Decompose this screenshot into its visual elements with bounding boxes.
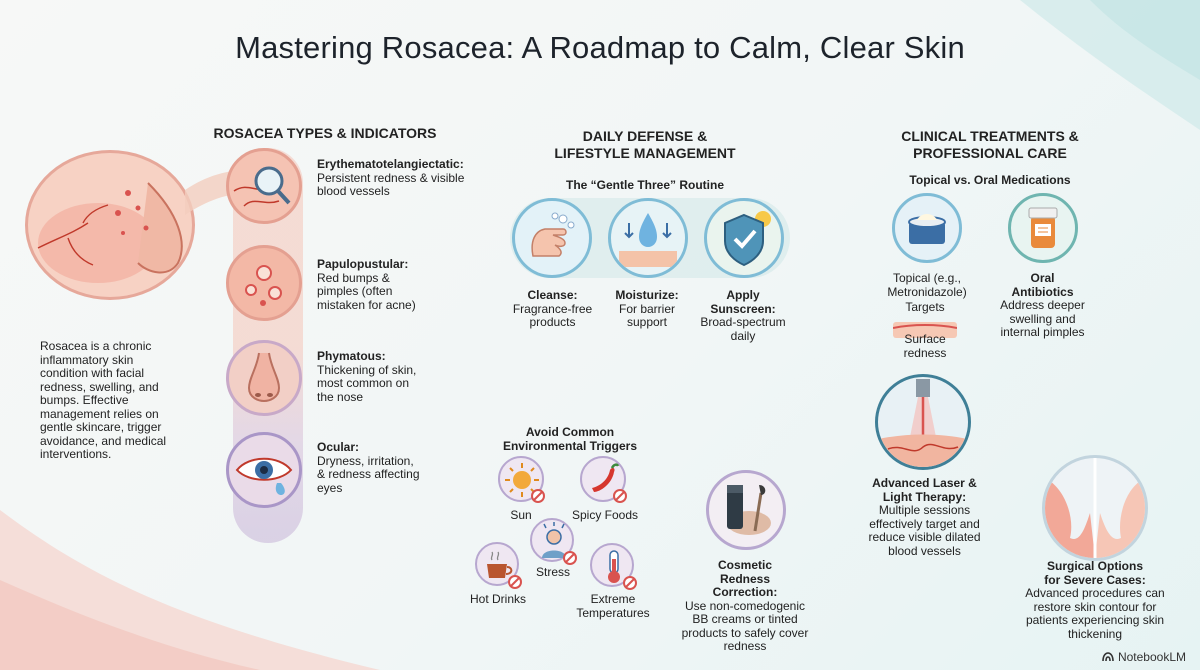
sun-icon	[498, 456, 545, 503]
type-4-name: Ocular:	[317, 440, 360, 454]
stress-icon	[530, 518, 577, 565]
oral-antibiotics-icon	[1008, 193, 1078, 263]
ocular-icon	[226, 432, 302, 508]
cleanse-icon	[512, 198, 592, 278]
step-3-desc: Broad-spectrum daily	[700, 315, 786, 343]
triggers-title: Avoid Common Environmental Triggers	[502, 425, 638, 453]
brand: NotebookLM	[1102, 650, 1186, 664]
step-2-name: Moisturize:	[615, 288, 679, 302]
papulopustular-icon	[226, 245, 302, 321]
step-1-name: Cleanse:	[527, 288, 578, 302]
clinical-heading: CLINICAL TREATMENTS & PROFESSIONAL CARE	[901, 128, 1079, 161]
type-2-text: Papulopustular:Red bumps & pimples (ofte…	[317, 257, 427, 312]
hot-drinks-icon	[475, 542, 522, 589]
cosmetic-name: Cosmetic Redness Correction:	[712, 558, 778, 599]
trigger-stress: Stress	[535, 565, 570, 579]
meds-title: Topical vs. Oral Medications	[909, 173, 1071, 187]
step-2-desc: For barrier support	[618, 301, 675, 329]
trigger-hot-drinks: Hot Drinks	[469, 592, 526, 606]
trigger-sun: Sun	[510, 508, 532, 522]
type-3-text: Phymatous:Thickening of skin, most commo…	[317, 349, 427, 404]
topical-area: Surface redness	[903, 332, 947, 360]
face-illustration	[25, 150, 195, 300]
step-2-text: Moisturize:For barrier support	[597, 288, 697, 330]
surgery-desc: Advanced procedures can restore skin con…	[1025, 586, 1165, 641]
step-3-name: Apply Sunscreen:	[710, 288, 776, 316]
surgery-text: Surgical Options for Severe Cases:Advanc…	[1025, 559, 1165, 641]
type-2-name: Papulopustular:	[317, 257, 409, 271]
cosmetic-desc: Use non-comedogenic BB creams or tinted …	[681, 598, 809, 653]
step-1-text: Cleanse:Fragrance-free products	[500, 288, 605, 330]
topical-name: Topical (e.g., Metronidazole)	[887, 271, 967, 299]
daily-heading: DAILY DEFENSE & LIFESTYLE MANAGEMENT	[554, 128, 736, 161]
spicy-foods-icon	[580, 456, 627, 503]
cosmetic-icon	[706, 470, 786, 550]
step-1-desc: Fragrance-free products	[512, 301, 593, 329]
moisturize-icon	[608, 198, 688, 278]
surgery-name: Surgical Options for Severe Cases:	[1044, 559, 1146, 587]
erythematotelangiectatic-icon	[226, 148, 302, 224]
trigger-spicy-foods: Spicy Foods	[571, 508, 639, 522]
laser-name: Advanced Laser & Light Therapy:	[872, 476, 977, 504]
page-title: Mastering Rosacea: A Roadmap to Calm, Cl…	[235, 30, 965, 65]
trigger-extreme-temperatures: Extreme Temperatures	[576, 592, 650, 620]
step-3-text: Apply Sunscreen:Broad-spectrum daily	[688, 288, 798, 343]
laser-icon	[875, 374, 971, 470]
skin-layer-icon	[893, 318, 957, 340]
extreme-temperatures-icon	[590, 543, 637, 590]
oral-desc: Address deeper swelling and internal pim…	[1000, 298, 1085, 339]
type-3-name: Phymatous:	[317, 349, 386, 363]
brand-label: NotebookLM	[1117, 650, 1186, 664]
laser-text: Advanced Laser & Light Therapy:Multiple …	[862, 476, 987, 558]
background-wave-top-right	[940, 0, 1200, 160]
oral-name: Oral Antibiotics	[1011, 271, 1074, 299]
sunscreen-icon	[704, 198, 784, 278]
type-1-name: Erythematotelangiectatic:	[317, 157, 464, 171]
types-heading: ROSACEA TYPES & INDICATORS	[213, 125, 437, 141]
surgery-icon	[1042, 455, 1148, 561]
notebooklm-logo-icon	[1102, 651, 1114, 663]
type-1-desc: Persistent redness & visible blood vesse…	[317, 170, 465, 198]
intro-text: Rosacea is a chronic inflammatory skin c…	[40, 339, 167, 461]
background-wave-bottom-left	[0, 450, 380, 670]
type-1-text: Erythematotelangiectatic:Persistent redn…	[317, 157, 472, 199]
type-3-desc: Thickening of skin, most common on the n…	[317, 362, 417, 404]
type-2-desc: Red bumps & pimples (often mistaken for …	[317, 270, 416, 312]
phymatous-icon	[226, 340, 302, 416]
topical-targets: Targets	[905, 300, 945, 314]
topical-icon	[892, 193, 962, 263]
routine-title: The “Gentle Three” Routine	[565, 178, 724, 192]
laser-desc: Multiple sessions effectively target and…	[868, 503, 981, 558]
cosmetic-text: Cosmetic Redness Correction:Use non-come…	[680, 558, 810, 654]
type-4-text: Ocular:Dryness, irritation, & redness af…	[317, 440, 422, 495]
type-4-desc: Dryness, irritation, & redness affecting…	[317, 453, 420, 495]
